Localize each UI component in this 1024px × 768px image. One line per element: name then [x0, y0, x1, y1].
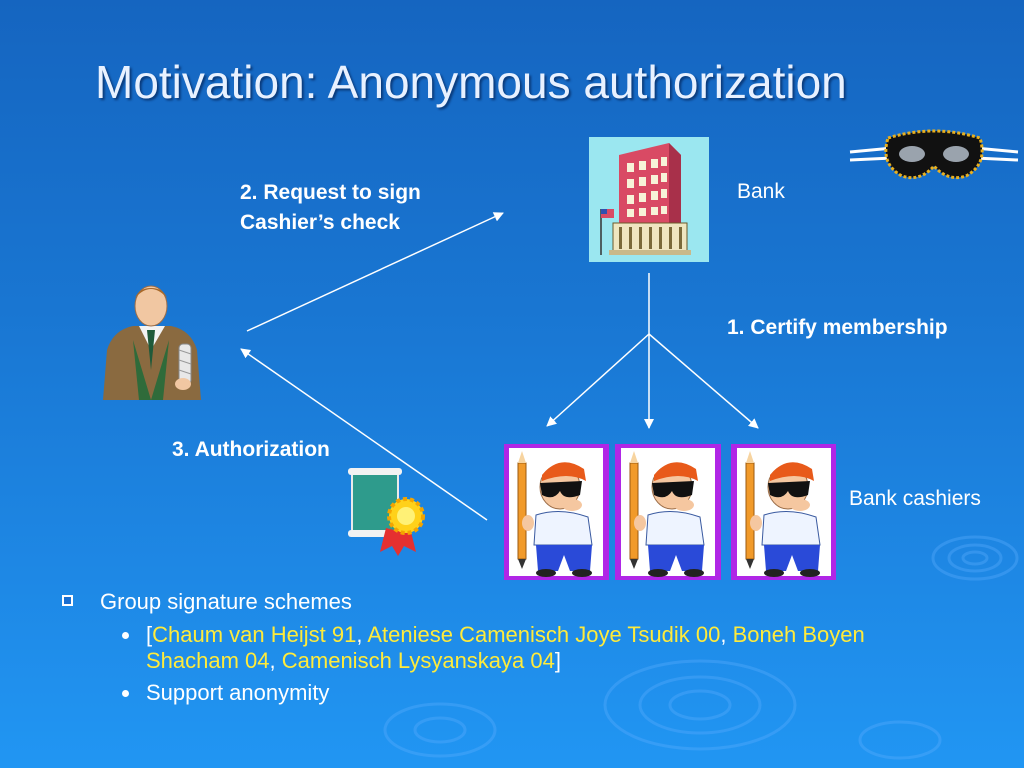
cashier-icon: [618, 445, 718, 579]
bullet-list: Group signature schemes [Chaum van Heijs…: [62, 588, 962, 706]
request-label-line1: 2. Request to sign: [240, 181, 421, 204]
bullet-text: Group signature schemes: [100, 589, 352, 614]
round-bullet-icon: [122, 632, 129, 639]
reference-ateniese: Ateniese Camenisch Joye Tsudik 00: [367, 622, 721, 647]
bullet-references: [Chaum van Heijst 91, Ateniese Camenisch…: [62, 622, 962, 674]
bank-building-icon: [589, 137, 709, 262]
bullet-text: Support anonymity: [146, 680, 330, 705]
authorization-arrow: [240, 348, 488, 521]
reference-chaum: Chaum van Heijst 91: [152, 622, 357, 647]
bank-label: Bank: [737, 180, 785, 203]
reference-camenisch: Camenisch Lysyanskaya 04: [281, 648, 555, 673]
certificate-icon: [348, 468, 425, 556]
request-arrow: [246, 212, 504, 332]
certify-arrow-left: [546, 333, 650, 427]
reference-boneh: Boneh Boyen Shacham 04: [146, 622, 865, 673]
cashier-icon: [734, 445, 834, 579]
mask-icon: [849, 129, 1019, 180]
request-label-line2: Cashier’s check: [240, 211, 400, 234]
square-bullet-icon: [62, 595, 73, 606]
bullet-group-signature: Group signature schemes: [62, 588, 962, 616]
cashier-icon: [506, 445, 606, 579]
cashiers-label: Bank cashiers: [849, 487, 981, 510]
bullet-anonymity: Support anonymity: [62, 680, 962, 706]
cashiers-group: [504, 444, 836, 580]
slide-title: Motivation: Anonymous authorization: [95, 56, 847, 108]
man-figure-icon: [103, 285, 201, 400]
round-bullet-icon: [122, 690, 129, 697]
certify-label: 1. Certify membership: [727, 316, 948, 339]
authorization-label: 3. Authorization: [172, 438, 330, 461]
certify-arrow-right: [648, 333, 759, 429]
